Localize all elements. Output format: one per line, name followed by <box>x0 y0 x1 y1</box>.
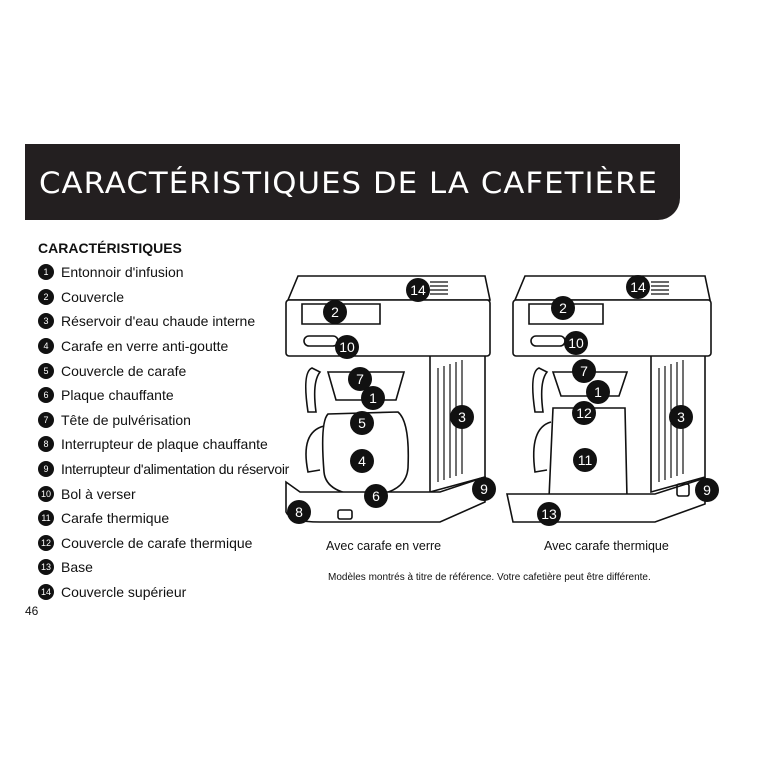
callout-10-label: 10 <box>568 335 584 351</box>
number-badge: 1 <box>38 264 54 281</box>
caption-glass-carafe: Avec carafe en verre <box>326 539 442 553</box>
number-badge: 12 <box>38 534 54 551</box>
callout-2 <box>323 300 347 324</box>
callout-14 <box>626 275 650 299</box>
feature-label: Plaque chauffante <box>61 387 174 404</box>
callout-10-label: 10 <box>339 339 355 355</box>
callout-9 <box>695 478 719 502</box>
callout-3 <box>669 405 693 429</box>
callout-2-label: 2 <box>331 304 339 320</box>
callout-9 <box>472 477 496 501</box>
feature-label: Carafe en verre anti-goutte <box>61 338 229 355</box>
callout-13-label: 13 <box>541 506 557 522</box>
callout-1-label: 1 <box>369 390 377 406</box>
feature-label: Base <box>61 559 93 576</box>
list-item: 8 Interrupteur de plaque chauffante <box>38 432 289 457</box>
feature-label: Couvercle supérieur <box>61 584 187 601</box>
callout-3-label: 3 <box>458 409 466 425</box>
callout-14-label: 14 <box>630 279 646 295</box>
callout-4 <box>350 449 374 473</box>
features-list: 1 Entonnoir d'infusion 2 Couvercle 3 Réserv… <box>38 260 289 604</box>
coffee-maker-thermal-diagram: 14 2 10 7 1 12 3 11 9 13 <box>506 275 719 526</box>
callout-6 <box>364 484 388 508</box>
number-badge: 8 <box>38 436 54 453</box>
callout-12 <box>572 401 596 425</box>
caption-thermal-carafe: Avec carafe thermique <box>544 539 669 553</box>
page-number: 46 <box>25 604 39 618</box>
list-item: 1 Entonnoir d'infusion <box>38 260 289 285</box>
callout-9-label: 9 <box>703 482 711 498</box>
feature-label: Bol à verser <box>61 485 136 502</box>
callout-7-label: 7 <box>356 371 364 387</box>
callout-1-label: 1 <box>594 384 602 400</box>
callout-10 <box>335 335 359 359</box>
callout-3-label: 3 <box>677 409 685 425</box>
callout-2 <box>551 296 575 320</box>
callout-5 <box>350 411 374 435</box>
callout-7 <box>348 367 372 391</box>
callout-13 <box>537 502 561 526</box>
number-badge: 11 <box>38 510 54 527</box>
list-item: 5 Couvercle de carafe <box>38 358 289 383</box>
callout-14-label: 14 <box>410 282 426 298</box>
list-item: 12 Couvercle de carafe thermique <box>38 531 289 556</box>
list-item: 13 Base <box>38 555 289 580</box>
callout-8 <box>287 500 311 524</box>
coffee-maker-glass-diagram: 14 2 10 7 1 3 5 4 6 9 8 <box>285 275 496 524</box>
number-badge: 13 <box>38 559 54 576</box>
list-item: 14 Couvercle supérieur <box>38 580 289 605</box>
callout-11 <box>573 448 597 472</box>
page-title: CARACTÉRISTIQUES DE LA CAFETIÈRE <box>39 166 659 200</box>
callout-6-label: 6 <box>372 488 380 504</box>
number-badge: 4 <box>38 338 54 355</box>
callout-3 <box>450 405 474 429</box>
callout-9-label: 9 <box>480 481 488 497</box>
feature-label: Couvercle de carafe <box>61 362 187 379</box>
callout-badges <box>287 278 496 524</box>
feature-label: Couvercle <box>61 288 125 305</box>
feature-label: Carafe thermique <box>61 510 170 527</box>
callout-10 <box>564 331 588 355</box>
feature-label: Entonnoir d'infusion <box>61 264 184 281</box>
feature-label: Réservoir d'eau chaude interne <box>61 313 256 330</box>
callout-7 <box>572 359 596 383</box>
list-item: 6 Plaque chauffante <box>38 383 289 408</box>
callout-2-label: 2 <box>559 300 567 316</box>
feature-label: Interrupteur de plaque chauffante <box>61 436 268 453</box>
list-item: 7 Tête de pulvérisation <box>38 408 289 433</box>
number-badge: 14 <box>38 584 54 601</box>
number-badge: 7 <box>38 411 54 428</box>
list-item: 10 Bol à verser <box>38 481 289 506</box>
title-banner: CARACTÉRISTIQUES DE LA CAFETIÈRE <box>25 144 680 220</box>
callout-5-label: 5 <box>358 415 366 431</box>
number-badge: 10 <box>38 485 54 502</box>
number-badge: 5 <box>38 362 54 379</box>
list-item: 4 Carafe en verre anti-goutte <box>38 334 289 359</box>
callout-11-label: 11 <box>578 452 593 468</box>
list-item: 3 Réservoir d'eau chaude interne <box>38 309 289 334</box>
feature-label: Couvercle de carafe thermique <box>61 534 253 551</box>
callout-badges <box>537 275 719 526</box>
callout-1 <box>586 380 610 404</box>
list-item: 2 Couvercle <box>38 285 289 310</box>
number-badge: 2 <box>38 288 54 305</box>
callout-1 <box>361 386 385 410</box>
number-badge: 9 <box>38 461 54 478</box>
feature-label: Interrupteur d'alimentation du réservoir <box>61 461 290 478</box>
number-badge: 3 <box>38 313 54 330</box>
callout-8-label: 8 <box>295 504 303 520</box>
callout-14 <box>406 278 430 302</box>
list-item: 9 Interrupteur d'alimentation du réservoi… <box>38 457 289 482</box>
feature-label: Tête de pulvérisation <box>61 411 191 428</box>
number-badge: 6 <box>38 387 54 404</box>
list-item: 11 Carafe thermique <box>38 506 289 531</box>
callout-7-label: 7 <box>580 363 588 379</box>
callout-4-label: 4 <box>358 453 366 469</box>
features-heading: CARACTÉRISTIQUES <box>38 240 182 256</box>
callout-12-label: 12 <box>576 405 592 421</box>
reference-note: Modèles montrés à titre de référence. Vo… <box>328 572 651 583</box>
